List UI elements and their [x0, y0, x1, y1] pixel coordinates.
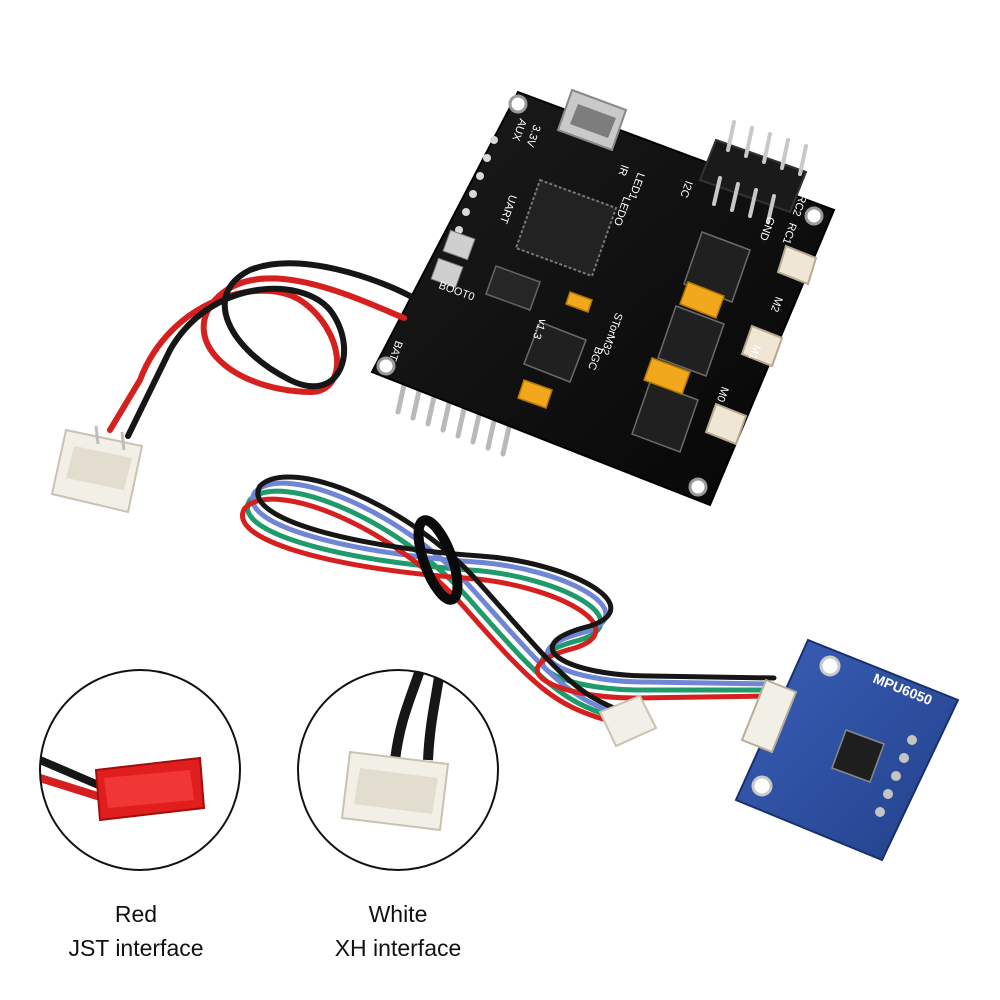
caption-red-line1: Red: [114, 901, 158, 927]
caption-red-jst: Red JST interface: [16, 897, 256, 965]
sensor-pads: [875, 735, 917, 817]
sensor-holes: [751, 655, 841, 797]
caption-white-line1: White: [368, 901, 428, 927]
motor-driver-chips: [523, 231, 751, 453]
usb-port: [556, 88, 628, 152]
silk-ir: IR: [615, 163, 630, 177]
battery-lead: [107, 260, 413, 439]
xh-detail-circle: [297, 669, 499, 871]
sensor-cable-plug: [598, 694, 658, 748]
rc-header-pins: [698, 120, 808, 224]
caption-red-line2: JST interface: [68, 935, 204, 961]
mounting-holes: [376, 94, 824, 497]
mcu-chip: [514, 178, 618, 278]
caption-white-xh: White XH interface: [278, 897, 518, 965]
mpu-chip: [831, 729, 885, 783]
push-buttons: [430, 229, 476, 289]
jst-detail-circle: [39, 669, 241, 871]
sensor-connector: [740, 678, 798, 754]
xh-plug-battery: [50, 425, 144, 514]
silk-m1: M1: [746, 343, 763, 361]
sensor-cable: [240, 474, 777, 723]
caption-white-line2: XH interface: [334, 935, 462, 961]
silk-i2c: I2C: [677, 179, 694, 199]
small-chip: [485, 265, 541, 311]
cable-tie: [413, 515, 463, 605]
mpu6050-board: MPU6050: [734, 638, 960, 862]
silk-m2: M2: [768, 295, 785, 313]
tantalum-capacitors: [517, 281, 725, 409]
silk-m0: M0: [714, 385, 731, 403]
motor-connectors: [704, 244, 818, 446]
controller-board: AUX 3.3V IR LED1 LEDO I2C UART RC2 RC1 G…: [370, 88, 836, 507]
